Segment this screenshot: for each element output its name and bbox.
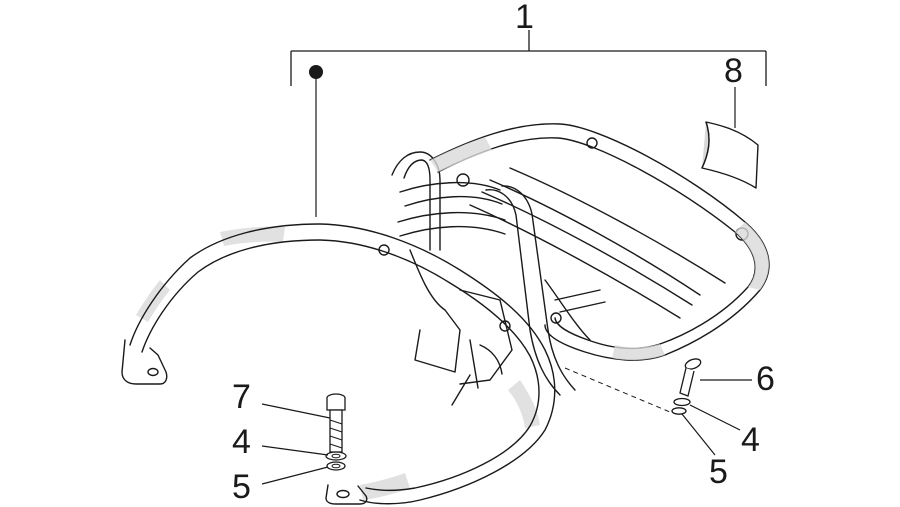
assembly-bracket <box>290 30 767 86</box>
leader-line-4-left <box>261 445 329 456</box>
leader-line-4-right <box>689 404 741 431</box>
clip-part-8 <box>701 121 759 189</box>
callout-4-left: 4 <box>232 423 251 461</box>
tube-shading <box>136 137 769 500</box>
washer-part-5-left <box>326 461 346 471</box>
callout-5-right: 5 <box>709 453 728 491</box>
callout-6: 6 <box>756 360 775 398</box>
callout-7: 7 <box>232 378 251 416</box>
washer-part-4-right <box>673 397 691 407</box>
bolt-part-7 <box>326 393 346 453</box>
washer-part-4-left <box>325 451 347 461</box>
leader-line-5-right <box>681 413 716 456</box>
washer-hole-5-left <box>331 463 341 469</box>
callout-1: 1 <box>515 0 534 36</box>
assembly-axis-dashed <box>564 367 671 413</box>
washer-hole-left <box>331 453 341 459</box>
washer-part-5-right <box>671 407 687 415</box>
callout-5-left: 5 <box>232 468 251 506</box>
callout-4-right: 4 <box>741 421 760 459</box>
leader-line-5-left <box>261 466 329 485</box>
bolt-part-6 <box>679 358 702 397</box>
rack-frame <box>121 223 606 505</box>
leader-line-7 <box>261 403 331 419</box>
callout-8: 8 <box>724 52 743 90</box>
